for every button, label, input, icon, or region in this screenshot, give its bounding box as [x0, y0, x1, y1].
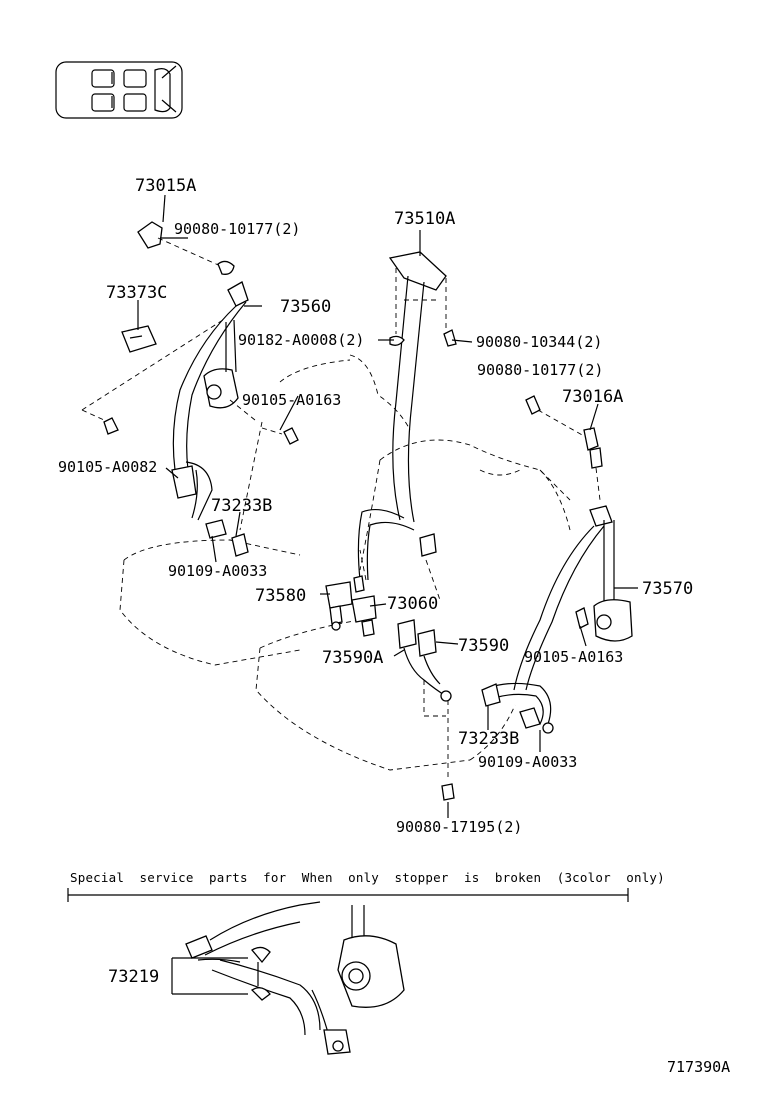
label-73233B-a: 73233B	[211, 496, 272, 516]
drawing-code: 717390A	[667, 1058, 730, 1076]
label-90109-A0033-a: 90109-A0033	[168, 562, 267, 580]
label-90182-A0008: 90182-A0008(2)	[238, 331, 364, 349]
label-73510A: 73510A	[394, 209, 455, 229]
label-73219: 73219	[108, 967, 159, 987]
vehicle-seat-locator-icon	[55, 61, 183, 119]
stopper-detail-illustration	[185, 901, 405, 1055]
label-90105-A0082: 90105-A0082	[58, 458, 157, 476]
label-90080-10177-b: 90080-10177(2)	[477, 361, 603, 379]
label-73560: 73560	[280, 297, 331, 317]
label-73590A: 73590A	[322, 648, 383, 668]
label-73590: 73590	[458, 636, 509, 656]
label-90080-10344: 90080-10344(2)	[476, 333, 602, 351]
label-73580: 73580	[255, 586, 306, 606]
special-service-note: Special service parts for When only stop…	[70, 870, 665, 885]
label-73016A: 73016A	[562, 387, 623, 407]
label-73233B-b: 73233B	[458, 729, 519, 749]
right-belt-assembly	[481, 395, 633, 734]
label-73570: 73570	[642, 579, 693, 599]
label-90109-A0033-b: 90109-A0033	[478, 753, 577, 771]
left-belt-assembly	[81, 221, 299, 557]
section-bracket	[67, 888, 629, 902]
label-73060: 73060	[387, 594, 438, 614]
leader-lines	[137, 194, 638, 818]
label-73015A: 73015A	[135, 176, 196, 196]
label-73219-bracket	[171, 957, 248, 995]
label-73373C: 73373C	[106, 283, 167, 303]
label-90080-17195: 90080-17195(2)	[396, 818, 522, 836]
label-90105-A0163-a: 90105-A0163	[242, 391, 341, 409]
buckle-assemblies	[325, 549, 455, 801]
center-belt-assembly	[357, 251, 457, 601]
label-90105-A0163-b: 90105-A0163	[524, 648, 623, 666]
label-90080-10177-a: 90080-10177(2)	[174, 220, 300, 238]
